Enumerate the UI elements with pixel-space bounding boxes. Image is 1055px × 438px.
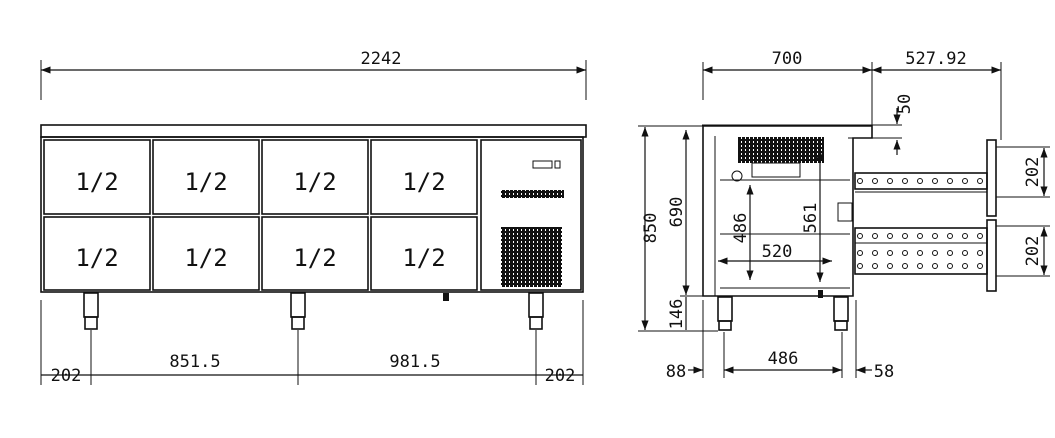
dim-left-offset: 202 (51, 366, 82, 386)
depth-label: 700 (772, 49, 803, 69)
drawer (43, 139, 151, 215)
drawer (43, 216, 151, 291)
evaporator-coil (738, 137, 824, 163)
body-height-label: 690 (667, 197, 687, 228)
drawer (152, 139, 260, 215)
drawer-extension-label: 527.92 (905, 49, 966, 69)
overall-width-label: 2242 (361, 49, 402, 69)
front-offset-label: 58 (874, 362, 894, 382)
dim-leg-span-2: 981.5 (389, 352, 440, 372)
drain (443, 293, 449, 301)
fan-icon (751, 162, 801, 178)
countertop (40, 124, 587, 138)
drawer (261, 139, 369, 215)
drawer-label: 1/2 (402, 244, 445, 272)
drawer-label: 1/2 (184, 244, 227, 272)
control-panel (480, 139, 582, 291)
drawer (370, 139, 478, 215)
leg-span-label: 486 (768, 349, 799, 369)
drawer (370, 216, 478, 291)
upper-drawer-height-label: 202 (1023, 157, 1043, 188)
rear-offset-label: 88 (666, 362, 686, 382)
drawer-label: 1/2 (402, 168, 445, 196)
drawer-label: 1/2 (184, 168, 227, 196)
drawer (152, 216, 260, 291)
drawer (261, 216, 369, 291)
display-icon (532, 160, 553, 169)
drawer-label: 1/2 (293, 168, 336, 196)
lock-icon (837, 202, 853, 222)
drawers: 1/2 1/2 1/2 1/2 1/2 1/2 1/2 1/2 (43, 139, 478, 291)
leg-height-label: 146 (667, 299, 687, 330)
extended-drawers (854, 139, 997, 292)
condenser-grille (501, 227, 562, 287)
inner-width-label: 520 (762, 242, 793, 262)
drawer-label: 1/2 (75, 168, 118, 196)
top-offset-label: 50 (895, 94, 915, 114)
cabinet-body (40, 136, 584, 293)
legs (83, 292, 544, 330)
side-view: 700 527.92 50 (638, 49, 1050, 382)
vent-slot (501, 190, 564, 198)
total-height-label: 850 (641, 213, 661, 244)
inner-height-label: 486 (731, 213, 751, 244)
inner-height-2-label: 561 (801, 203, 821, 234)
drawer-label: 1/2 (75, 244, 118, 272)
front-view: 2242 1/2 1/2 1/2 1/2 1/2 1/2 1/2 1/2 (40, 49, 587, 386)
dim-leg-span-1: 851.5 (169, 352, 220, 372)
dim-right-offset: 202 (545, 366, 576, 386)
drawer-label: 1/2 (293, 244, 336, 272)
lower-drawer-height-label: 202 (1023, 236, 1043, 267)
